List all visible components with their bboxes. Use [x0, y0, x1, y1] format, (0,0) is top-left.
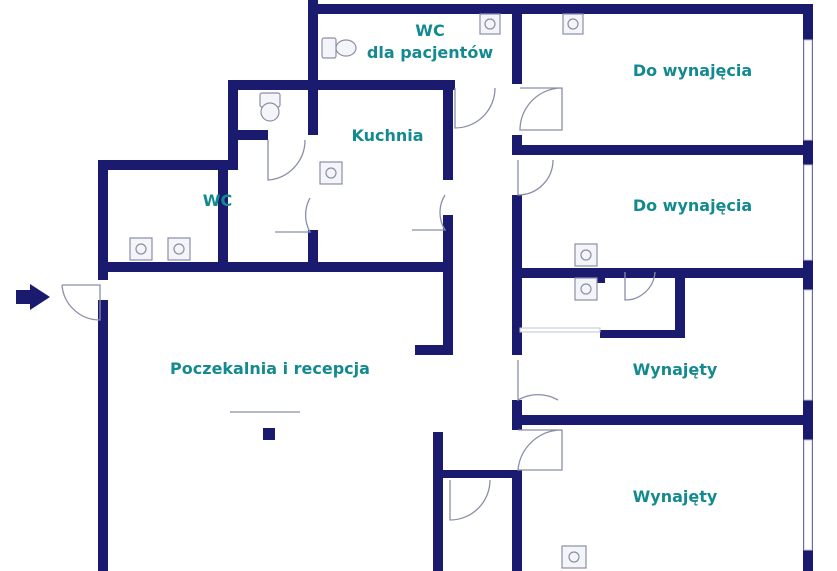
sink-icon [561, 545, 587, 569]
sink-icon [129, 237, 153, 261]
door-swing-icon [412, 194, 447, 231]
door-swing-icon [517, 159, 554, 196]
sink-icon [479, 13, 501, 35]
door-swing-icon [275, 197, 312, 233]
doors [61, 87, 656, 521]
column [263, 428, 275, 440]
door-swing-icon [519, 87, 563, 131]
sink-icon [574, 277, 598, 301]
door-swing-icon [449, 479, 491, 521]
room-label-office-3: Wynajęty [632, 360, 718, 379]
room-label-office-2: Do wynajęcia [632, 196, 753, 215]
room-label-waiting-reception: Poczekalnia i recepcja [170, 359, 370, 378]
sink-icon [167, 237, 191, 261]
room-label-wc-staff: WC [202, 191, 233, 210]
room-label-kitchen: Kuchnia [351, 126, 424, 145]
sink-icon [562, 13, 584, 35]
door-swing-icon [454, 87, 496, 129]
sink-icon [574, 243, 598, 267]
door-swing-icon [267, 139, 306, 181]
room-label-wc-patients-line2: dla pacjentów [366, 43, 494, 62]
room-label-wc-patients: WC dla pacjentów [345, 20, 515, 64]
fixtures [129, 13, 598, 569]
door-swing-icon [624, 271, 656, 301]
room-label-wc-patients-line1: WC [415, 21, 445, 40]
entrance-arrow-icon [16, 284, 50, 310]
sink-icon [319, 161, 343, 185]
toilet-icon [259, 92, 281, 122]
door-swing-icon [517, 360, 559, 402]
walls [98, 0, 813, 571]
toilet-icon [321, 37, 357, 59]
room-label-office-1: Do wynajęcia [632, 61, 753, 80]
door-swing-icon [61, 284, 101, 321]
room-label-office-4: Wynajęty [632, 487, 718, 506]
windows [519, 39, 813, 551]
door-swing-icon [517, 429, 563, 471]
